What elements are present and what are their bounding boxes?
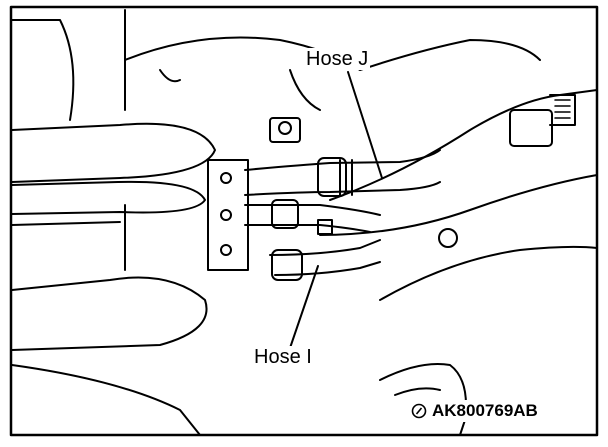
hose-i-bottom: [274, 261, 381, 276]
shock-outline: [11, 19, 75, 121]
reference-symbol-icon: [411, 403, 427, 419]
hose-i-label: Hose I: [252, 346, 314, 368]
leader-hose-i: [289, 265, 319, 349]
bolt-head: [269, 117, 301, 143]
hose-j-top: [244, 149, 441, 171]
hose-i-top: [269, 239, 381, 256]
hose-i-clamp: [271, 249, 303, 281]
bolt-center: [278, 121, 292, 135]
frame-border: [9, 5, 599, 437]
hose-mid-top: [244, 204, 381, 216]
leader-hose-j: [347, 71, 383, 179]
spring-coil-lower: [11, 221, 121, 226]
thread-lines: [554, 99, 571, 119]
knuckle-rib: [394, 387, 441, 396]
arm-hole: [438, 228, 458, 248]
bracket-hole-1: [220, 172, 232, 184]
spring-coil-mid: [11, 180, 206, 215]
spring-coil-bottom: [11, 276, 208, 351]
hose-mid-clamp: [271, 199, 299, 229]
control-arm-top: [329, 89, 598, 201]
spring-coil-upper: [11, 122, 216, 183]
small-clip: [159, 69, 181, 83]
reference-code: AK800769AB: [408, 400, 541, 422]
arm-bolt-thread: [549, 94, 576, 126]
panel-crease: [289, 69, 321, 111]
hose-j-label: Hose J: [304, 48, 371, 70]
hose-j-clamp-ring: [339, 159, 353, 196]
bracket-hole-2: [220, 209, 232, 221]
hose-j-bottom: [244, 181, 441, 196]
bracket-hole-3: [220, 244, 232, 256]
arm-bolt: [509, 109, 553, 147]
hose-j-clamp: [317, 157, 347, 197]
control-arm-mid: [319, 174, 598, 236]
spring-base: [11, 364, 201, 436]
hose-mid-bottom: [244, 224, 371, 233]
hose-mid-tab: [317, 219, 333, 235]
reference-code-text: AK800769AB: [432, 401, 538, 420]
control-arm-lower: [379, 245, 598, 301]
hose-bracket: [207, 159, 249, 271]
